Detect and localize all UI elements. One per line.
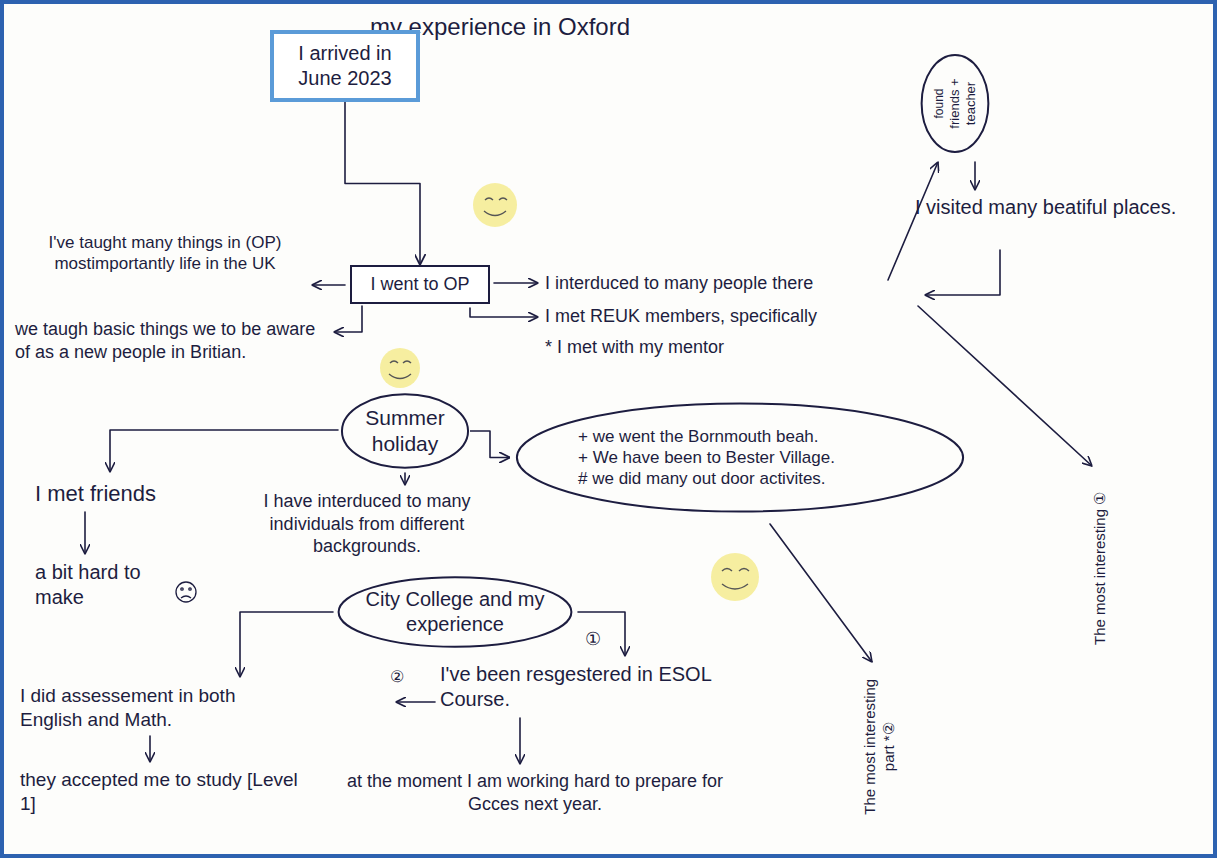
note-holder: I've taught many things in (OP) mostimpo… [15, 232, 315, 275]
leader-arrow [770, 524, 872, 662]
leader-arrow [578, 612, 625, 656]
process-box: I went to OP [350, 265, 490, 304]
arrival-box: I arrived in June 2023 [270, 30, 420, 102]
leader-arrow [149, 736, 151, 762]
node-text: + we went the Bornmouth beah. [578, 426, 902, 447]
note-text: they accepted me to study [Level 1] [20, 768, 300, 816]
leader-arrow [334, 306, 362, 332]
note-text: * I met with my mentor [545, 336, 875, 359]
leader-arrow [519, 718, 521, 764]
node-text: I went to OP [358, 273, 482, 296]
leader-arrow [396, 701, 435, 703]
note-holder: they accepted me to study [Level 1] [20, 768, 300, 816]
note-text: at the moment I am working hard to prepa… [345, 770, 725, 815]
note-holder: * I met with my mentor [545, 336, 875, 359]
ellipse-outline [335, 575, 575, 649]
note-holder: The most interesting part *② [861, 667, 899, 827]
node-content: I arrived in June 2023 [281, 41, 409, 91]
connector-arrow [470, 431, 510, 458]
note-text: I met friends [35, 480, 205, 508]
note-holder: I have interduced to many individuals fr… [232, 490, 502, 558]
connector-arrow [345, 102, 420, 265]
node-content: City College and my experience [335, 587, 575, 637]
leader-arrow [84, 512, 86, 554]
node-content: + we went the Bornmouth beah.+ We have b… [510, 426, 970, 490]
note-holder: I visited many beatiful places. [915, 195, 1185, 220]
sad-face [176, 582, 196, 602]
note-text: The most interesting part *② [861, 667, 899, 827]
leader-arrow [404, 473, 406, 485]
leader-arrow [918, 306, 1092, 466]
node-text: found [931, 67, 946, 141]
leader-arrow [888, 162, 938, 280]
node-text: # we did many out door activites. [578, 468, 902, 489]
leader-arrow [494, 282, 538, 284]
smiley [380, 348, 420, 388]
activity-ellipse: + we went the Bornmouth beah.+ We have b… [510, 400, 970, 515]
note-holder: a bit hard to make [35, 560, 170, 610]
smiley [711, 553, 759, 601]
note-holder: I've been resgestered in ESOL Course. [440, 662, 740, 712]
note-text: I have interduced to many individuals fr… [232, 490, 502, 558]
callout-number: ② [390, 667, 414, 687]
leader-arrow [240, 612, 333, 677]
note-text: we taugh basic things we to be aware of … [15, 318, 325, 363]
node-text: I arrived in June 2023 [281, 41, 409, 91]
note-text: I interduced to many people there [545, 272, 885, 295]
note-holder: at the moment I am working hard to prepa… [345, 770, 725, 815]
note-holder: ② [390, 667, 414, 687]
node-text: Summer holiday [355, 405, 455, 458]
smiley [473, 183, 517, 227]
note-text: The most interesting ① [1091, 473, 1110, 663]
note-holder: I interduced to many people there [545, 272, 885, 295]
ellipse-outline [340, 392, 470, 470]
note-holder: The most interesting ① [1091, 473, 1110, 663]
leader-arrow [974, 162, 976, 190]
note-holder: ① [585, 628, 609, 651]
leader-arrow [470, 308, 538, 317]
note-text: I met REUK members, specifically [545, 305, 875, 328]
node-content: I went to OP [358, 273, 482, 296]
note-text: I've been resgestered in ESOL Course. [440, 662, 740, 712]
topic-ellipse: Summer holiday [340, 392, 470, 470]
node-text: friends + teacher [946, 67, 979, 141]
topic-ellipse: City College and my experience [335, 575, 575, 649]
note-holder: we taugh basic things we to be aware of … [15, 318, 325, 363]
node-text: City College and my experience [365, 587, 545, 637]
leader-arrow [110, 430, 338, 472]
note-text: I did assessement in both English and Ma… [20, 684, 300, 732]
note-text: I visited many beatiful places. [915, 195, 1185, 220]
note-holder: I met friends [35, 480, 205, 508]
callout-number: ① [585, 628, 609, 651]
note-text: a bit hard to make [35, 560, 170, 610]
note-holder: I met REUK members, specifically [545, 305, 875, 328]
leader-arrow [925, 250, 1000, 295]
node-text: + We have been to Bester Village. [578, 447, 902, 468]
node-content: foundfriends + teacher [931, 54, 979, 154]
note-text: I've taught many things in (OP) mostimpo… [15, 232, 315, 275]
leader-arrow [312, 284, 345, 286]
node-content: Summer holiday [340, 405, 470, 458]
note-holder: I did assessement in both English and Ma… [20, 684, 300, 732]
friends-ellipse: foundfriends + teacher [920, 54, 991, 154]
